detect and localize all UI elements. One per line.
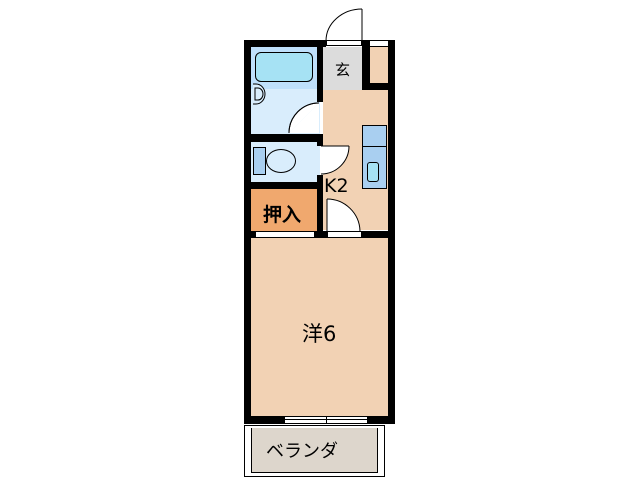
sink-icon xyxy=(367,162,379,182)
entrance-threshold xyxy=(326,40,362,46)
nook-window xyxy=(370,40,388,47)
entrance xyxy=(323,47,364,90)
western-room xyxy=(251,238,388,416)
veranda-label: ベランダ xyxy=(266,441,338,462)
wall-bath-toilet xyxy=(244,134,323,142)
wall-toilet-divider xyxy=(317,134,323,146)
closet xyxy=(251,189,318,231)
toilet-door-icon xyxy=(320,145,350,175)
counter-divider xyxy=(362,146,387,147)
wall-bath-divider xyxy=(317,40,323,102)
wall-top xyxy=(244,40,326,47)
room-door-icon xyxy=(326,198,361,232)
wall-closet-divider xyxy=(317,175,323,238)
wall-nook-bottom xyxy=(362,83,395,90)
toilet-bowl-icon xyxy=(266,149,296,173)
bath-door-icon xyxy=(288,102,320,134)
veranda-window-mullion xyxy=(326,416,327,424)
bathtub-icon xyxy=(255,52,313,82)
wall-toilet-closet xyxy=(244,182,323,189)
western-room-label: 洋6 xyxy=(302,322,337,346)
entrance-label: 玄 xyxy=(335,61,351,79)
wall-nook-left xyxy=(362,40,370,90)
toilet-tank-icon xyxy=(253,147,266,175)
kitchen-label: K2 xyxy=(324,175,349,197)
room-entry-opening xyxy=(327,231,362,238)
closet-sliding-door xyxy=(255,231,315,238)
entrance-door-icon xyxy=(325,8,363,42)
closet-label: 押入 xyxy=(263,204,302,226)
storage-nook xyxy=(370,47,388,84)
wall-room-top xyxy=(244,231,395,238)
washbasin-icon xyxy=(253,83,266,105)
veranda-floor xyxy=(251,428,378,473)
